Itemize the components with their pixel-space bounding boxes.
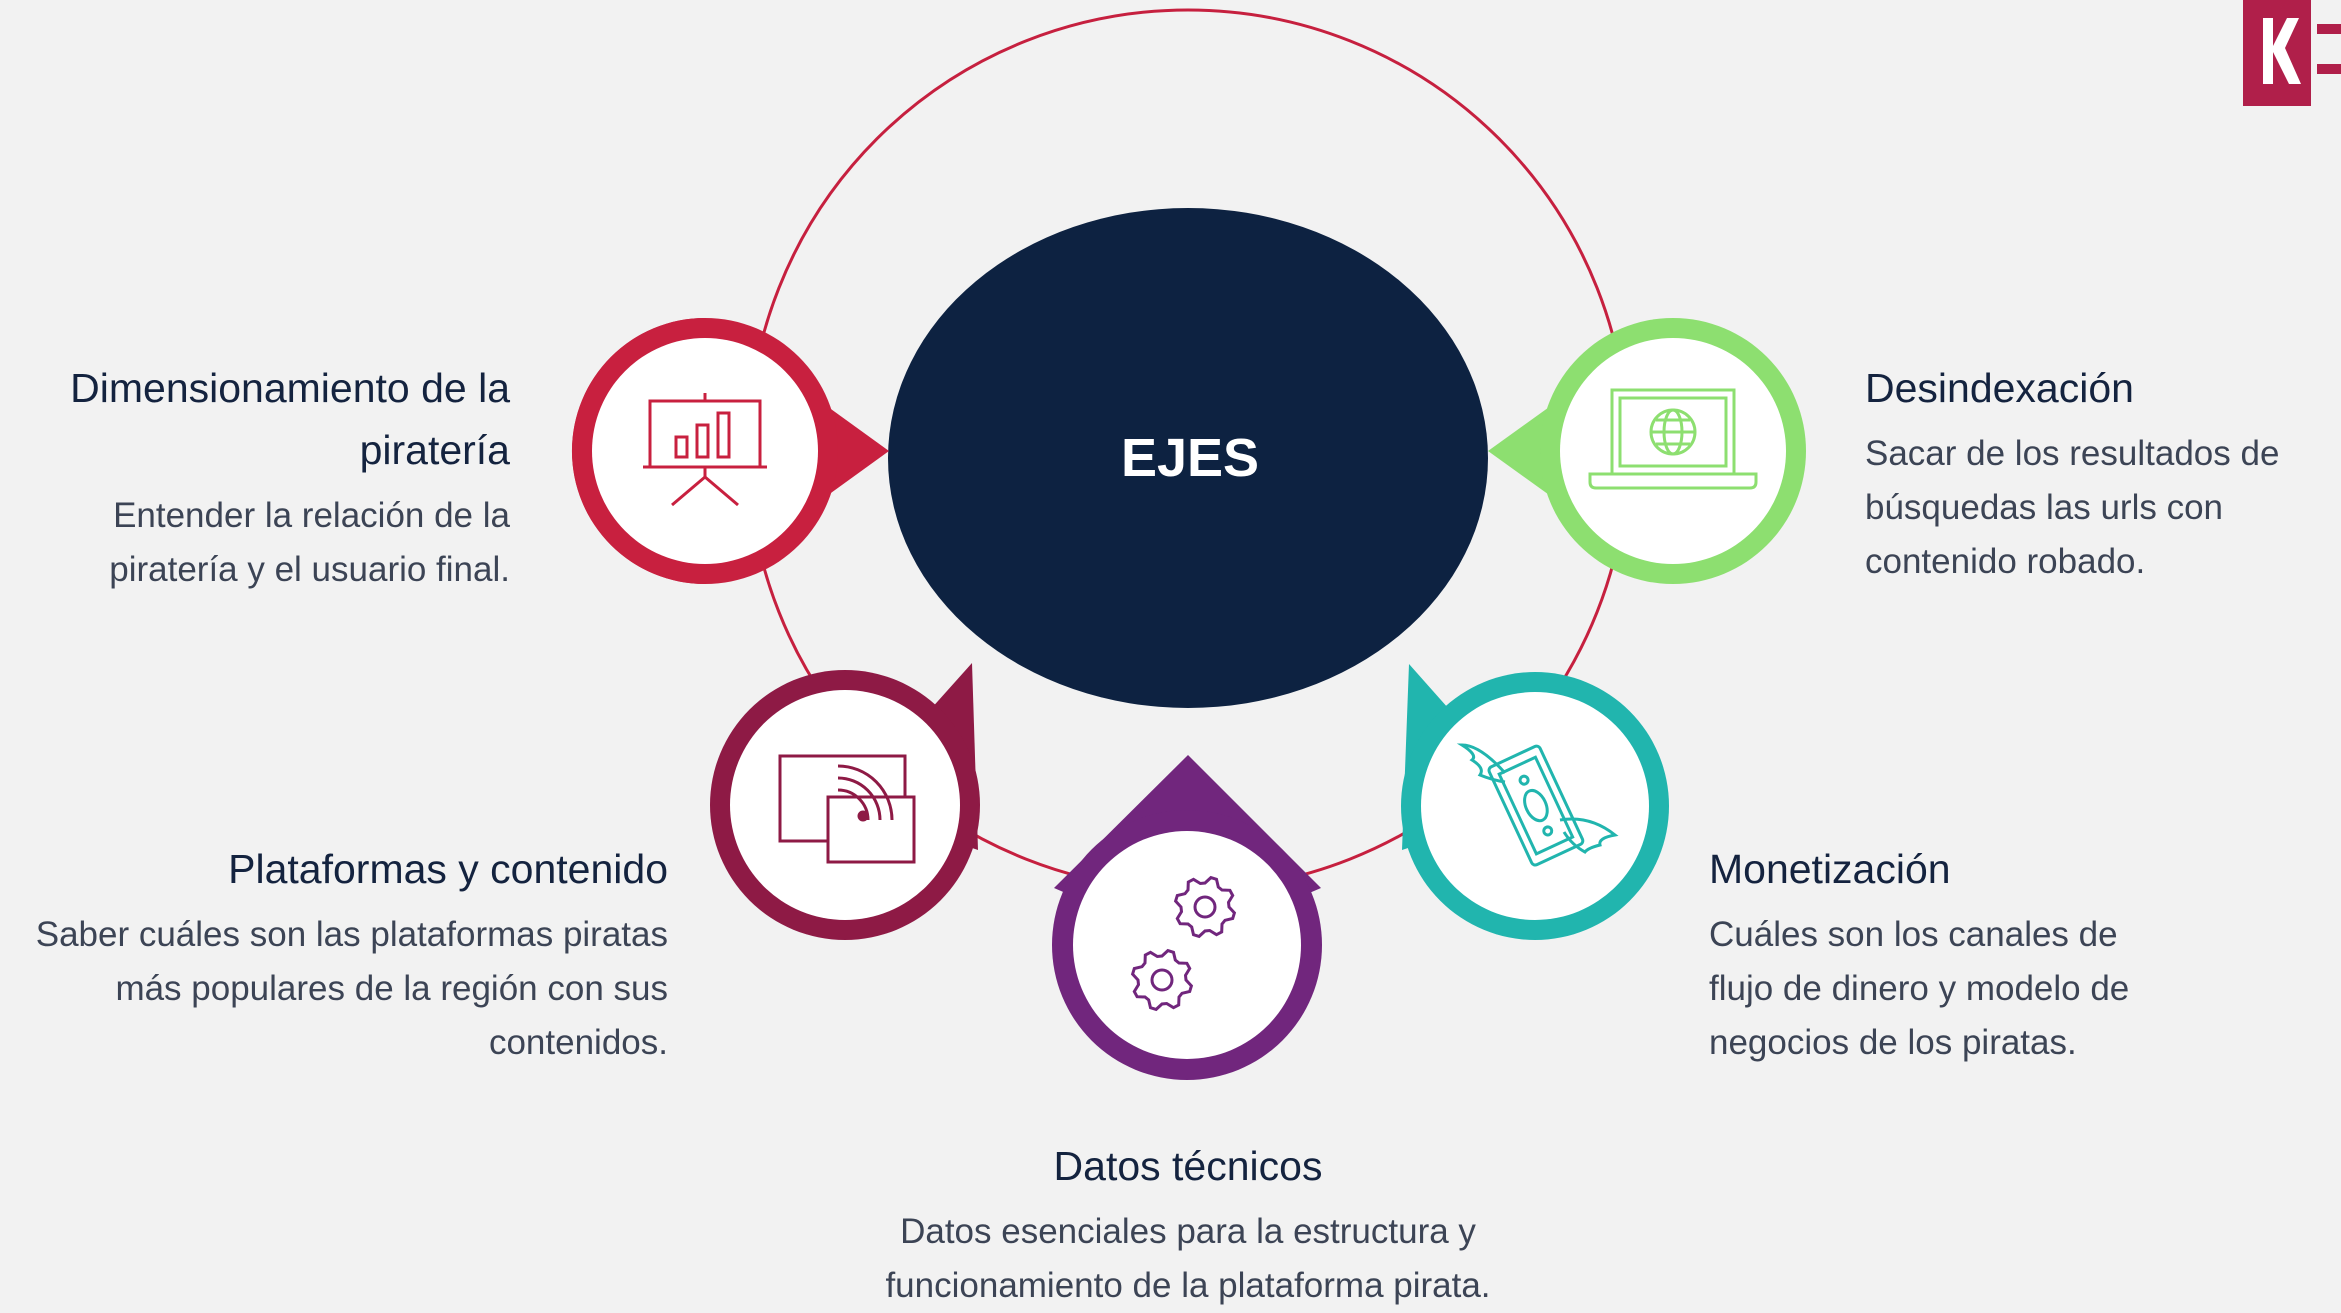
axis-description: Cuáles son los canales de flujo de diner… <box>1709 915 2130 1062</box>
gear-icon <box>1173 875 1237 939</box>
axis-description: Datos esenciales para la estructura y fu… <box>885 1212 1491 1305</box>
axis-description: Saber cuáles son las plataformas piratas… <box>35 915 668 1062</box>
presentation-chart-icon <box>643 393 767 507</box>
gear-hub <box>1150 968 1174 992</box>
pin-datos <box>1052 755 1322 1080</box>
pin-plataformas <box>710 663 980 940</box>
axis-heading: Datos técnicos <box>1053 1143 1323 1189</box>
brand-logo-icon <box>2243 0 2341 106</box>
center-ellipse <box>888 208 1488 708</box>
axis-heading: Monetización <box>1709 846 1951 892</box>
axis-description: Sacar de los resultados de búsquedas las… <box>1865 434 2280 581</box>
gear-hub <box>1193 895 1217 919</box>
gear-icon <box>1130 948 1194 1012</box>
laptop-globe-icon <box>1588 388 1758 490</box>
flying-money-icon <box>1456 743 1619 867</box>
axis-heading: Desindexación <box>1865 365 2134 411</box>
axis-datos: Datos técnicos Datos esenciales para la … <box>838 1135 1538 1313</box>
axis-plataformas: Plataformas y contenido Saber cuáles son… <box>0 838 668 1070</box>
gears-icon <box>1130 875 1237 1012</box>
axis-heading: Plataformas y contenido <box>228 846 668 892</box>
axis-dimensionamiento: Dimensionamiento de la piratería Entende… <box>40 357 510 597</box>
axis-description: Entender la relación de la piratería y e… <box>109 496 510 589</box>
pin-desindexacion <box>1488 318 1806 584</box>
screen-cast-icon <box>778 754 916 864</box>
pin-dimensionamiento <box>571 317 889 584</box>
axis-heading: Dimensionamiento de la piratería <box>70 365 510 473</box>
pin-monetizacion <box>1401 664 1669 940</box>
axis-monetizacion: Monetización Cuáles son los canales de f… <box>1709 838 2189 1070</box>
center-label: EJES <box>1120 428 1260 488</box>
axis-desindexacion: Desindexación Sacar de los resultados de… <box>1865 357 2325 589</box>
